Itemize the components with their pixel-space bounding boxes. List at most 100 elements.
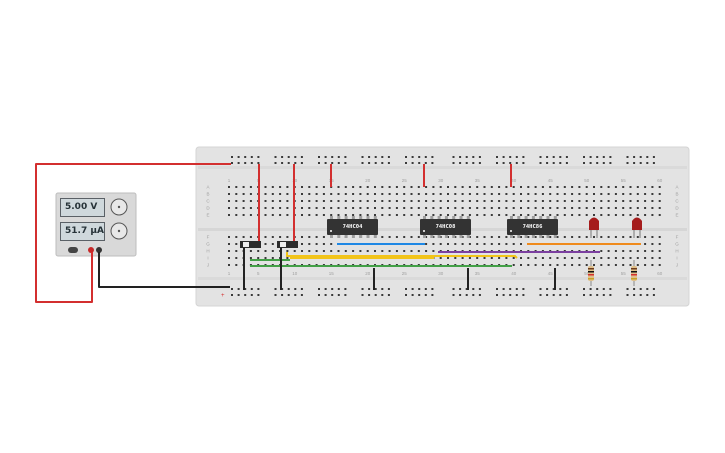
- chip-pin: [553, 216, 557, 219]
- led-2[interactable]: [632, 217, 642, 239]
- row-letter: A: [675, 185, 678, 190]
- board-wires[interactable]: [243, 164, 641, 290]
- row-letter: A: [206, 185, 209, 190]
- column-number: 20: [365, 271, 371, 276]
- chip-pin: [330, 216, 333, 219]
- wire-black-supply[interactable]: [98, 252, 230, 288]
- resistor-1[interactable]: [588, 260, 594, 286]
- chip-label-74hc08: 74HC08: [435, 224, 456, 230]
- chip-pin: [510, 235, 513, 238]
- power-switch[interactable]: [68, 247, 78, 253]
- slide-switch-2[interactable]: [277, 241, 298, 248]
- led-1[interactable]: [589, 217, 599, 239]
- row-letter: D: [675, 206, 679, 211]
- column-number: 40: [511, 178, 517, 183]
- resistor-2[interactable]: [631, 260, 637, 286]
- column-number: 30: [438, 271, 444, 276]
- chip-pin: [546, 216, 550, 219]
- row-letter: H: [675, 249, 678, 254]
- wire-yellow-long[interactable]: [286, 252, 518, 259]
- column-number: 60: [657, 271, 663, 276]
- chip-pin: [373, 216, 377, 219]
- column-number: 60: [657, 178, 663, 183]
- row-letter: F: [676, 235, 679, 240]
- chip-pin: [517, 216, 521, 219]
- row-letter: J: [207, 263, 209, 268]
- row-letter: G: [675, 242, 679, 247]
- chip-pin: [359, 235, 363, 238]
- voltage-display: 5.00 V: [60, 198, 105, 217]
- row-letter: I: [676, 256, 677, 261]
- chip-pin: [510, 216, 513, 219]
- chip-pin: [373, 235, 377, 238]
- row-letter: I: [207, 256, 208, 261]
- chip-pins: [330, 216, 557, 238]
- chip-label-74hc04: 74HC04: [342, 224, 363, 230]
- ic-chip-74hc08[interactable]: [420, 219, 471, 235]
- chip-pin: [351, 216, 355, 219]
- chip-pin: [531, 235, 535, 238]
- row-letter: H: [206, 249, 209, 254]
- row-letter: B: [675, 192, 678, 197]
- row-letter: D: [206, 206, 210, 211]
- chip-pin: [337, 235, 341, 238]
- chip-pin: [359, 216, 363, 219]
- row-letter: J: [676, 263, 678, 268]
- column-number: 35: [475, 178, 481, 183]
- column-number: 20: [365, 178, 371, 183]
- chip-pin: [466, 216, 470, 219]
- chip-pin: [351, 235, 355, 238]
- row-letter: E: [675, 213, 678, 218]
- ic-chip-74hc86[interactable]: [507, 219, 558, 235]
- chip-pin: [546, 235, 550, 238]
- chip-pin: [423, 235, 426, 238]
- chip-pin: [539, 235, 543, 238]
- current-display: 51.7 µA: [60, 222, 105, 241]
- plus-rail-marker: +: [221, 293, 225, 299]
- chip-pin: [452, 235, 456, 238]
- chip-pin: [459, 216, 463, 219]
- row-letter: C: [675, 199, 679, 204]
- chip-pin: [553, 235, 557, 238]
- column-number: 35: [475, 271, 481, 276]
- column-number: 45: [548, 271, 554, 276]
- chip-pin: [337, 216, 341, 219]
- chip-pin: [423, 216, 426, 219]
- column-number: 1: [228, 271, 231, 276]
- row-letter: B: [206, 192, 209, 197]
- column-number: 25: [402, 271, 408, 276]
- column-number: 30: [438, 178, 444, 183]
- wire-red-supply[interactable]: [35, 163, 231, 303]
- row-letter: C: [206, 199, 210, 204]
- chip-pin: [366, 216, 370, 219]
- column-number: 45: [548, 178, 554, 183]
- column-number: 10: [292, 271, 298, 276]
- column-number: 1: [228, 178, 231, 183]
- column-number: 40: [511, 271, 517, 276]
- ic-chip-74hc04[interactable]: [327, 219, 378, 235]
- chip-pin: [430, 216, 434, 219]
- chip-pin: [452, 216, 456, 219]
- row-letter: G: [206, 242, 210, 247]
- chip-pin: [531, 216, 535, 219]
- chip-pin: [459, 235, 463, 238]
- slide-switch-1[interactable]: [240, 241, 261, 248]
- positive-terminal[interactable]: [88, 247, 94, 253]
- chip-pin: [517, 235, 521, 238]
- chip-pin: [430, 235, 434, 238]
- chip-pin: [444, 216, 448, 219]
- column-number: 55: [621, 271, 627, 276]
- chip-pin: [330, 235, 333, 238]
- chip-pin: [444, 235, 448, 238]
- column-number: 25: [402, 178, 408, 183]
- row-letter: F: [207, 235, 210, 240]
- column-number: 5: [257, 271, 260, 276]
- negative-terminal[interactable]: [96, 247, 102, 253]
- chip-label-74hc86: 74HC86: [522, 224, 543, 230]
- column-number: 50: [584, 271, 590, 276]
- column-number: 55: [621, 178, 627, 183]
- chip-pin: [524, 235, 528, 238]
